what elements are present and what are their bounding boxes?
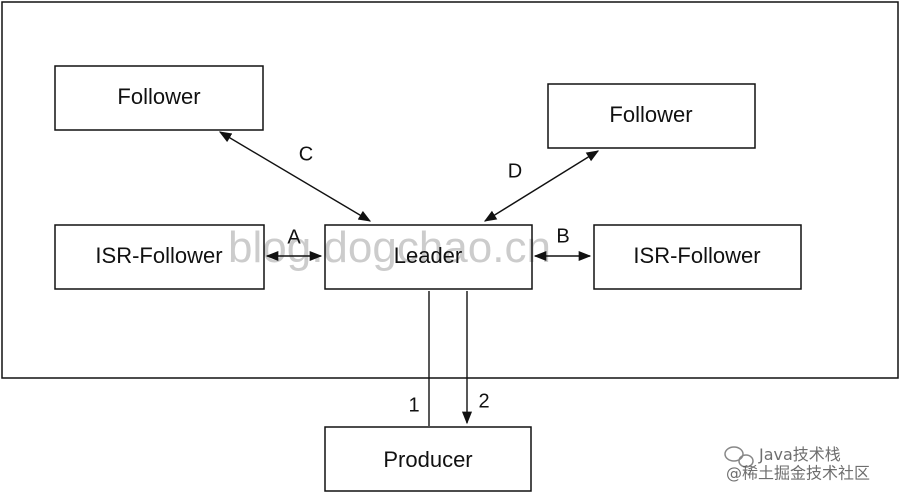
follower-left-node: Follower: [54, 65, 264, 131]
edge-label-1: 1: [408, 394, 419, 416]
edge-label-a: A: [287, 226, 301, 248]
isr-follower-right-label: ISR-Follower: [633, 243, 760, 268]
producer-node: Producer: [324, 426, 532, 492]
isr-follower-left-label: ISR-Follower: [95, 243, 222, 268]
edge-label-2: 2: [478, 390, 489, 412]
isr-follower-right-node: ISR-Follower: [593, 224, 802, 290]
chat-bubble-icon: [724, 446, 754, 468]
follower-right-label: Follower: [609, 102, 692, 127]
watermark-text: blog.dogchao.cn: [228, 223, 551, 272]
follower-left-label: Follower: [117, 84, 200, 109]
leader-label: Leader: [394, 243, 463, 268]
edge-label-c: C: [299, 143, 313, 165]
edge-c-arrow: [218, 131, 372, 222]
corner-watermark-line2: @稀土掘金技术社区: [726, 464, 870, 483]
edge-label-d: D: [508, 160, 522, 182]
isr-follower-left-node: ISR-Follower: [54, 224, 265, 290]
cluster-frame: [1, 1, 899, 379]
follower-right-node: Follower: [547, 83, 756, 149]
corner-watermark-line1: Java技术栈: [758, 445, 841, 464]
producer-label: Producer: [383, 447, 472, 472]
corner-watermark: Java技术栈 @稀土掘金技术社区: [724, 445, 870, 483]
leader-node: Leader: [324, 224, 533, 290]
edge-d-arrow: [483, 150, 600, 222]
edge-label-b: B: [556, 225, 569, 247]
